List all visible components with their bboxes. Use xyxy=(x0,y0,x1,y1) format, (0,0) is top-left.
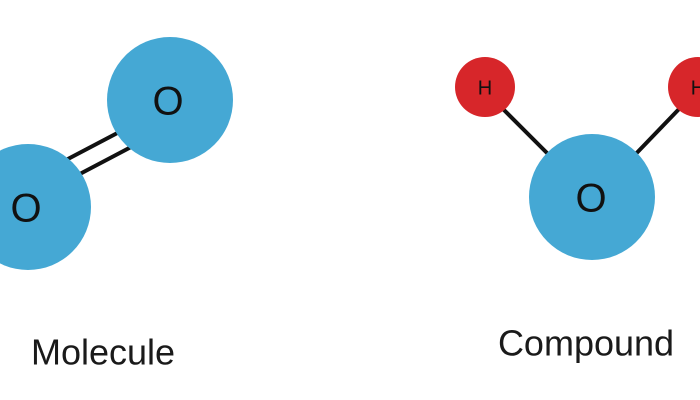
molecule-double-bond-line-2 xyxy=(74,144,135,178)
molecule-oxygen-atom-right xyxy=(107,37,233,163)
molecule-oxygen-atom-left xyxy=(0,144,91,270)
compound-oxygen-atom xyxy=(529,134,655,260)
compound-hydrogen-atom-left xyxy=(455,57,515,117)
molecule-double-bond-line-1 xyxy=(64,127,127,162)
compound-caption: Compound xyxy=(498,323,674,364)
molecule-oxygen-label-right: O xyxy=(152,80,183,124)
compound-hydrogen-label-right: H xyxy=(691,77,700,99)
compound-group: H H O Compound xyxy=(455,57,700,364)
compound-oxygen-label: O xyxy=(575,177,606,221)
molecule-group: O O Molecule xyxy=(0,37,233,373)
molecule-caption: Molecule xyxy=(31,332,175,373)
molecule-oxygen-label-left: O xyxy=(10,187,41,231)
compound-hydrogen-label-left: H xyxy=(478,77,492,99)
compound-hydrogen-atom-right xyxy=(668,57,700,117)
